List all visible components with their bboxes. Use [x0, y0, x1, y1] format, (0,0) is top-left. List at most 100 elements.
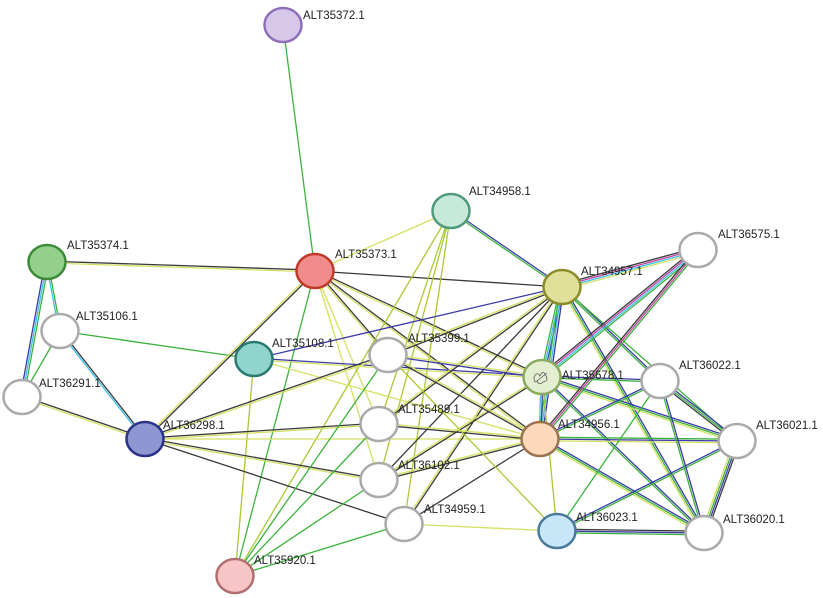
edge-magenta[interactable]: [561, 248, 698, 287]
node-alt35106-1[interactable]: ALT35106.1: [40, 311, 138, 350]
node-circle[interactable]: [263, 6, 303, 44]
edge-green[interactable]: [543, 251, 701, 380]
edge-yellow[interactable]: [378, 285, 562, 424]
edge-green[interactable]: [541, 376, 738, 442]
edge-cyan[interactable]: [21, 261, 48, 398]
node-alt36022-1[interactable]: ALT36022.1: [640, 360, 741, 400]
edge-blue[interactable]: [451, 209, 563, 287]
node-alt36023-1[interactable]: ALT36023.1: [537, 512, 638, 550]
edge-black[interactable]: [403, 438, 541, 525]
edge-green[interactable]: [59, 330, 255, 360]
node-alt36102-1[interactable]: ALT36102.1: [359, 460, 460, 499]
node-circle[interactable]: [234, 340, 274, 378]
edge-lime[interactable]: [387, 354, 558, 532]
node-alt36575-1[interactable]: ALT36575.1: [678, 229, 780, 269]
edge-green[interactable]: [234, 479, 380, 577]
edge-green[interactable]: [540, 250, 700, 441]
edge-magenta[interactable]: [539, 249, 699, 440]
node-circle[interactable]: [125, 420, 165, 458]
edge-green[interactable]: [561, 286, 705, 534]
node-alt36021-1[interactable]: ALT36021.1: [717, 420, 818, 460]
edge-blue[interactable]: [660, 380, 706, 533]
edge-blue[interactable]: [19, 261, 46, 397]
edge-green[interactable]: [234, 354, 389, 577]
edge-black[interactable]: [387, 355, 540, 441]
edge-black[interactable]: [557, 528, 705, 532]
node-alt35920-1[interactable]: ALT35920.1: [215, 555, 316, 595]
edge-black[interactable]: [144, 353, 388, 439]
edge-yellow[interactable]: [379, 422, 541, 439]
edge-yellow[interactable]: [538, 439, 704, 536]
node-circle[interactable]: [431, 192, 471, 230]
edge-blue[interactable]: [539, 438, 738, 442]
edge-black[interactable]: [22, 395, 146, 439]
edge-yellow[interactable]: [314, 270, 380, 425]
edge-green[interactable]: [282, 24, 316, 272]
node-circle[interactable]: [295, 252, 335, 290]
edge-black[interactable]: [144, 422, 379, 439]
edge-black[interactable]: [315, 269, 543, 377]
edge-green[interactable]: [539, 438, 705, 534]
edge-yellow[interactable]: [402, 286, 562, 524]
edge-black[interactable]: [60, 330, 147, 439]
edge-green[interactable]: [234, 270, 316, 577]
node-alt35489-1[interactable]: ALT35489.1: [359, 404, 460, 443]
edge-yellow[interactable]: [559, 287, 704, 535]
edge-blue[interactable]: [253, 286, 563, 360]
edge-black[interactable]: [378, 424, 540, 441]
edge-yellow[interactable]: [387, 285, 562, 355]
node-alt35108-1[interactable]: ALT35108.1: [234, 338, 334, 378]
edge-yellow[interactable]: [145, 424, 380, 441]
node-circle[interactable]: [520, 420, 560, 458]
edge-black[interactable]: [47, 260, 316, 271]
node-alt34956-1[interactable]: ALT34956.1: [520, 419, 620, 458]
edge-green[interactable]: [234, 523, 405, 577]
edge-yellow[interactable]: [145, 355, 389, 441]
edge-blue[interactable]: [540, 436, 706, 533]
node-circle[interactable]: [684, 514, 724, 552]
edge-blue[interactable]: [542, 374, 738, 440]
node-alt36020-1[interactable]: ALT36020.1: [684, 514, 785, 552]
edge-yellow[interactable]: [378, 375, 542, 480]
edge-black[interactable]: [538, 248, 698, 439]
edge-magenta[interactable]: [541, 248, 698, 377]
edge-cyan[interactable]: [562, 250, 699, 289]
edge-green[interactable]: [540, 377, 704, 535]
edge-black[interactable]: [315, 269, 541, 439]
edge-yellow[interactable]: [144, 439, 379, 482]
edge-blue[interactable]: [387, 355, 542, 379]
node-circle[interactable]: [542, 268, 582, 306]
node-circle[interactable]: [368, 336, 408, 374]
edge-black[interactable]: [379, 377, 543, 482]
edge-black[interactable]: [539, 247, 697, 376]
edge-green[interactable]: [540, 381, 661, 441]
edge-yellow[interactable]: [253, 358, 541, 440]
edge-blue[interactable]: [556, 530, 705, 534]
edge-green[interactable]: [557, 441, 738, 533]
node-alt36291-1[interactable]: ALT36291.1: [2, 378, 101, 416]
edge-green[interactable]: [23, 262, 50, 398]
edge-black[interactable]: [144, 438, 405, 525]
node-alt35374-1[interactable]: ALT35374.1: [27, 240, 129, 281]
edge-yellow[interactable]: [46, 262, 315, 273]
node-circle[interactable]: [359, 405, 399, 443]
node-alt35373-1[interactable]: ALT35373.1: [295, 249, 397, 290]
node-alt36298-1[interactable]: ALT36298.1: [125, 420, 225, 458]
edge-black[interactable]: [379, 287, 563, 426]
edge-yellow[interactable]: [388, 353, 541, 439]
node-alt34958-1[interactable]: ALT34958.1: [431, 186, 531, 230]
node-alt35399-1[interactable]: ALT35399.1: [368, 333, 470, 374]
edge-black[interactable]: [145, 271, 317, 441]
edge-black[interactable]: [145, 437, 380, 480]
edge-lime[interactable]: [403, 210, 452, 525]
node-circle[interactable]: [717, 422, 757, 460]
edge-yellow[interactable]: [21, 397, 145, 441]
edge-black[interactable]: [404, 287, 564, 525]
edge-lime[interactable]: [378, 210, 452, 425]
edge-black[interactable]: [379, 439, 541, 482]
edge-green[interactable]: [560, 287, 660, 383]
node-alt34957-1[interactable]: ALT34957.1: [542, 266, 643, 306]
node-circle[interactable]: [2, 378, 42, 416]
edge-yellow[interactable]: [314, 210, 452, 272]
edge-blue[interactable]: [539, 379, 660, 439]
